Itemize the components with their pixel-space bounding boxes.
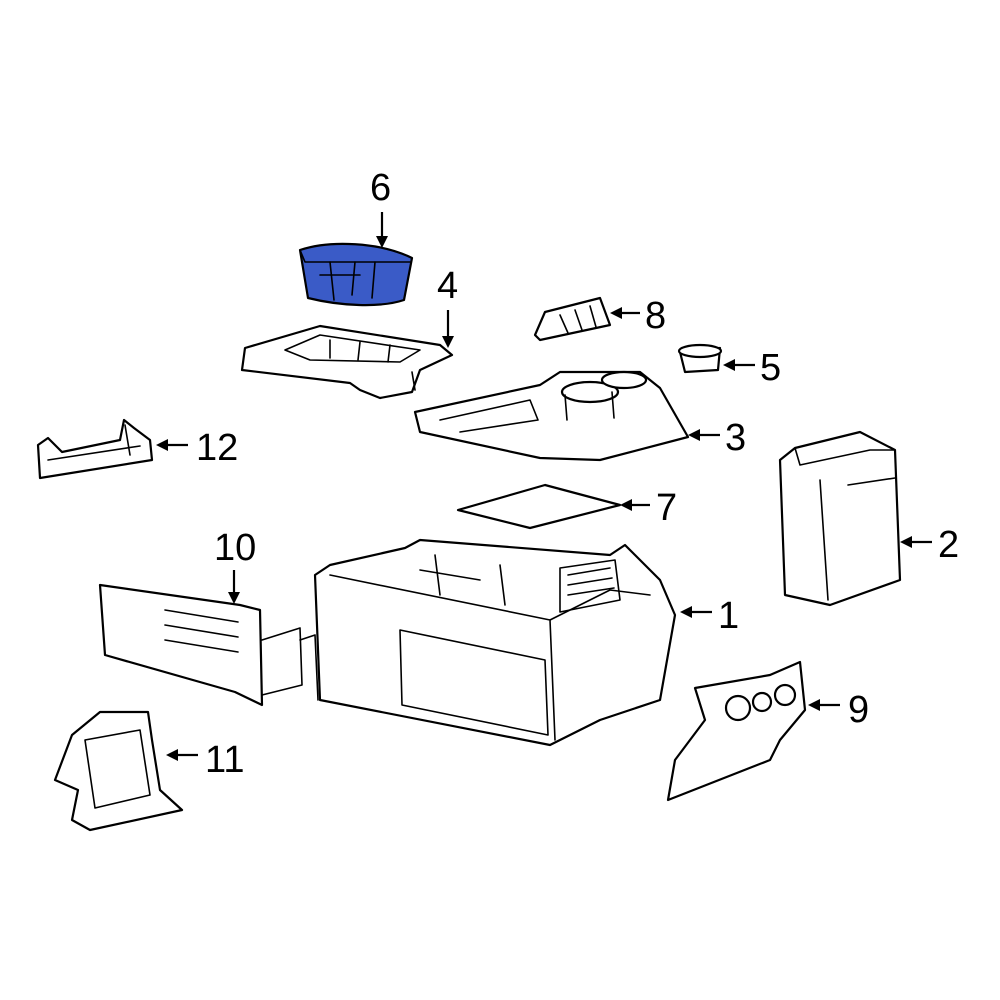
part-12-bracket[interactable] [36, 418, 154, 480]
part-6-cup-holder-insert[interactable] [298, 242, 414, 307]
part-5-cup-insert[interactable] [677, 343, 723, 374]
part-9-rear-panel[interactable] [666, 660, 807, 802]
part-4-storage-tray[interactable] [240, 324, 454, 400]
callout-12[interactable]: 12 [196, 427, 238, 469]
callout-7[interactable]: 7 [656, 487, 677, 529]
callout-4[interactable]: 4 [437, 265, 458, 307]
part-10-side-panel[interactable] [98, 583, 303, 707]
callout-10[interactable]: 10 [214, 527, 256, 569]
callout-1[interactable]: 1 [718, 595, 739, 637]
part-11-bracket[interactable] [53, 710, 184, 832]
callout-5[interactable]: 5 [760, 347, 781, 389]
part-3-console-lid-bezel[interactable] [413, 370, 690, 462]
callout-arrows [156, 212, 932, 761]
callout-11[interactable]: 11 [205, 739, 244, 781]
part-1-console-base[interactable] [299, 538, 677, 747]
part-7-mat[interactable] [456, 483, 622, 530]
callout-labels: 6 4 8 5 3 12 2 7 10 1 9 11 [196, 167, 959, 781]
callout-2[interactable]: 2 [938, 524, 959, 566]
callout-9[interactable]: 9 [848, 689, 869, 731]
callout-6[interactable]: 6 [370, 167, 391, 209]
callout-8[interactable]: 8 [645, 295, 666, 337]
part-8-bracket[interactable] [533, 296, 612, 342]
callout-3[interactable]: 3 [725, 417, 746, 459]
part-2-armrest[interactable] [778, 430, 902, 607]
